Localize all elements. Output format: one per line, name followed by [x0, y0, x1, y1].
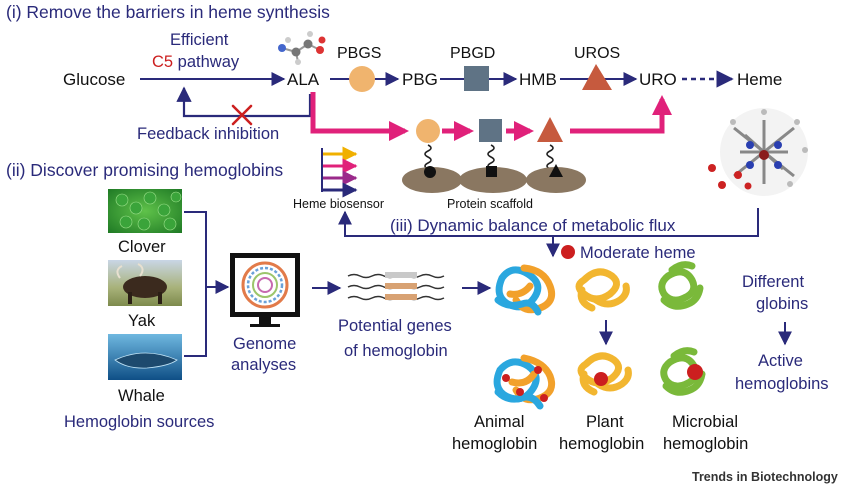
inhibition-x-icon	[231, 104, 253, 126]
hmb-label: HMB	[519, 70, 557, 89]
microbial-hemoglobin-tangle	[660, 347, 706, 396]
yak-label: Yak	[128, 312, 156, 330]
c5-pathway-label: C5 pathway	[152, 53, 240, 71]
scaffold-pbgs-circle	[416, 119, 440, 143]
uros-enzyme-triangle	[582, 64, 612, 90]
animal-hemoglobin-line1: Animal	[474, 413, 524, 431]
plant-hemoglobin-tangle	[577, 352, 632, 396]
gene-segment-1	[385, 272, 417, 278]
pbg-label: PBG	[402, 70, 438, 89]
whale-figure	[114, 352, 178, 369]
different-globins-line1: Different	[742, 273, 804, 291]
c5-suffix: pathway	[173, 53, 240, 71]
clover-leaves	[115, 191, 182, 231]
ala-label: ALA	[287, 70, 320, 89]
active-hemoglobins-line1: Active	[758, 352, 803, 370]
dynamic-balance-loop	[338, 208, 759, 237]
ala-molecule-icon	[278, 31, 326, 65]
pbgs-label: PBGS	[337, 45, 381, 62]
c5-efficient-label: Efficient	[170, 31, 229, 49]
journal-footer: Trends in Biotechnology	[692, 470, 838, 484]
moderate-heme-label: Moderate heme	[580, 244, 696, 262]
plant-hemoglobin-line1: Plant	[586, 413, 624, 431]
pbgs-enzyme-circle	[349, 66, 375, 92]
feedback-inhibition-loop	[176, 86, 312, 118]
moderate-heme-dot	[561, 245, 575, 259]
pbgd-enzyme-square	[464, 66, 489, 91]
clover-label: Clover	[118, 238, 166, 256]
microbial-hemoglobin-line1: Microbial	[672, 413, 738, 431]
sources-bracket	[184, 211, 207, 357]
scaffold-to-uro-path	[570, 95, 672, 134]
protein-scaffold-label: Protein scaffold	[447, 197, 533, 211]
animal-heme-dots	[502, 366, 548, 402]
microbial-heme-dot	[687, 364, 703, 380]
plant-hemoglobin-line2: hemoglobin	[559, 435, 644, 453]
heme-molecule-icon	[708, 108, 808, 196]
section1-title: (i) Remove the barriers in heme synthesi…	[6, 2, 330, 22]
gene-segment-3	[385, 294, 417, 300]
scaffold-pbgd-square	[479, 119, 502, 142]
microbial-hemoglobin-line2: hemoglobin	[663, 435, 748, 453]
genes-label-line1: Potential genes	[338, 317, 452, 335]
section2-title: (ii) Discover promising hemoglobins	[6, 160, 283, 180]
gene-segment-2	[385, 283, 417, 289]
feedback-inhibition-label: Feedback inhibition	[137, 125, 279, 143]
scaffold-uros-triangle	[537, 117, 563, 142]
whale-label: Whale	[118, 387, 165, 405]
genome-label-line2: analyses	[231, 356, 296, 374]
heme-biosensor-arrows	[321, 146, 358, 198]
different-globins-line2: globins	[756, 295, 808, 313]
hemoglobin-sources-label: Hemoglobin sources	[64, 413, 214, 431]
protein-scaffold-shape	[402, 164, 586, 193]
c5-prefix: C5	[152, 53, 173, 71]
plant-heme-dot	[594, 372, 608, 386]
animal-hemoglobin-line2: hemoglobin	[452, 435, 537, 453]
plant-globin-tangle	[575, 268, 630, 312]
monitor-icon	[230, 253, 300, 327]
active-hemoglobins-line2: hemoglobins	[735, 375, 829, 393]
uro-label: URO	[639, 70, 677, 89]
animal-globin-tangle	[494, 264, 556, 316]
genes-label-line2: of hemoglobin	[344, 342, 448, 360]
yak-figure	[116, 263, 167, 304]
uros-label: UROS	[574, 45, 620, 62]
section3-title-bg	[386, 213, 746, 235]
genome-label-line1: Genome	[233, 335, 296, 353]
section3-title: (iii) Dynamic balance of metabolic flux	[390, 216, 676, 235]
glucose-label: Glucose	[63, 70, 125, 89]
heme-biosensor-label: Heme biosensor	[293, 197, 384, 211]
heme-label: Heme	[737, 70, 782, 89]
microbial-globin-tangle	[658, 261, 704, 310]
scaffold-springs	[424, 144, 554, 170]
animal-hemoglobin-tangle	[493, 354, 556, 410]
pbgd-label: PBGD	[450, 45, 495, 62]
scaffold-flux-path	[310, 92, 409, 141]
